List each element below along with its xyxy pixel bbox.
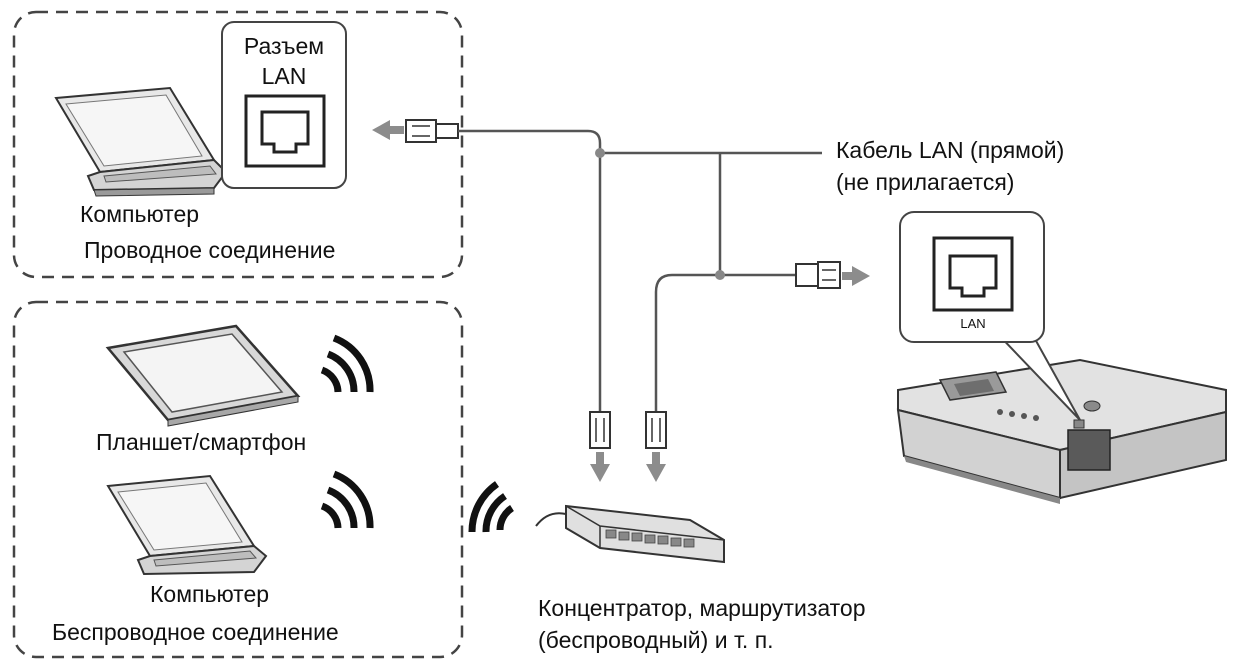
- hub-label-line2: (беспроводный) и т. п.: [538, 627, 774, 653]
- hub-rj45-connector-icon: [589, 411, 611, 482]
- projector-icon: [896, 358, 1227, 504]
- wired-arrow-icon: [372, 120, 404, 140]
- laptop-wireless-signal-icon: [320, 470, 374, 529]
- wired-connection-label: Проводное соединение: [84, 237, 336, 263]
- cable-junction-dot: [715, 270, 725, 280]
- projector-port-label: LAN: [960, 316, 986, 331]
- projector-rj45-connector-icon: [795, 261, 841, 289]
- wired-computer-label: Компьютер: [80, 201, 200, 227]
- cable-junction-dot: [595, 148, 605, 158]
- tablet-wireless-signal-icon: [320, 334, 374, 393]
- tablet-icon: [105, 324, 301, 427]
- wired-connection-group-box: [12, 10, 464, 279]
- hub-label-line1: Концентратор, маршрутизатор: [538, 595, 866, 621]
- lan-cable-lines: [458, 129, 822, 418]
- wired-laptop-icon: [54, 86, 228, 197]
- hub-rj45-connector-icon: [645, 411, 667, 482]
- projector-callout-pointer: [993, 329, 1081, 421]
- tablet-label: Планшет/смартфон: [96, 429, 307, 455]
- wireless-connection-group-box: [12, 300, 464, 659]
- wired-rj45-connector-icon: [405, 119, 459, 143]
- hub-wireless-signal-icon: [468, 481, 515, 533]
- cable-label-line1: Кабель LAN (прямой): [836, 137, 1065, 163]
- wireless-laptop-icon: [106, 474, 268, 576]
- wired-lan-port-icon: [244, 94, 326, 168]
- wired-port-label-line1: Разъем: [243, 33, 325, 59]
- cable-label-line2: (не прилагается): [836, 169, 1015, 195]
- wireless-computer-label: Компьютер: [150, 581, 270, 607]
- wired-port-label-line2: LAN: [261, 63, 307, 89]
- wireless-connection-label: Беспроводное соединение: [52, 619, 339, 645]
- projector-lan-port-icon: [932, 236, 1014, 312]
- projector-arrow-icon: [842, 266, 870, 286]
- hub-router-icon: [535, 504, 725, 564]
